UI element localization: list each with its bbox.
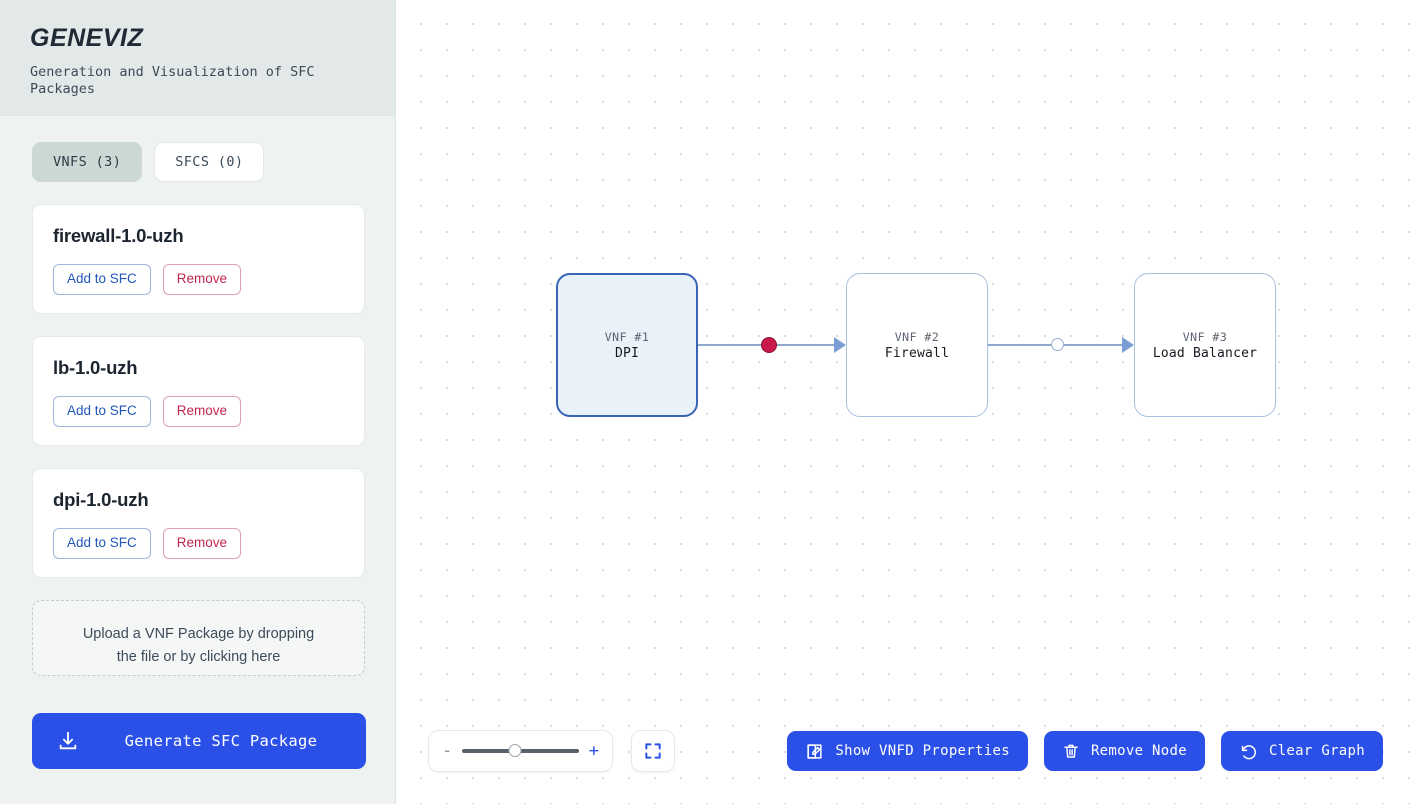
trash-icon [1062,742,1080,760]
vnf-name: dpi-1.0-uzh [53,488,149,510]
generate-sfc-package-button[interactable]: Generate SFC Package [32,713,366,769]
generate-sfc-package-label: Generate SFC Package [124,732,318,750]
sidebar-header: GENEVIZ Generation and Visualization of … [0,0,395,116]
fit-to-screen-button[interactable] [631,730,675,772]
add-to-sfc-button[interactable]: Add to SFC [53,395,151,427]
vnf-name: lb-1.0-uzh [53,356,138,378]
vnf-actions: Add to SFC Remove [53,264,344,295]
undo-icon [1239,742,1258,761]
edge-2-3-arrowhead [1122,337,1134,353]
remove-vnf-button[interactable]: Remove [162,527,242,559]
remove-vnf-button[interactable]: Remove [162,395,242,427]
tab-vnfs[interactable]: VNFS (3) [32,142,143,182]
edit-square-icon [805,742,824,761]
zoom-out-button[interactable]: - [442,740,453,761]
upload-dropzone[interactable]: Upload a VNF Package by dropping the fil… [32,599,365,676]
add-to-sfc-button[interactable]: Add to SFC [53,527,151,559]
show-vnfd-properties-label: Show VNFD Properties [835,743,1010,759]
clear-graph-label: Clear Graph [1268,743,1365,759]
canvas-action-bar: Show VNFD Properties Remove Node Clear G… [787,731,1383,771]
node-title-label: DPI [614,345,640,361]
list-item[interactable]: dpi-1.0-uzh Add to SFC Remove [32,467,365,578]
node-title-label: Load Balancer [1152,345,1258,361]
zoom-control: - + [428,730,613,772]
show-vnfd-properties-button[interactable]: Show VNFD Properties [787,731,1028,771]
node-index-label: VNF #3 [1182,329,1228,344]
node-index-label: VNF #1 [604,329,650,344]
graph-node-vnf-2[interactable]: VNF #2 Firewall [846,273,988,417]
edge-1-2-arrowhead [834,337,846,353]
vnf-card-list: firewall-1.0-uzh Add to SFC Remove lb-1.… [0,182,395,578]
list-item[interactable]: lb-1.0-uzh Add to SFC Remove [32,335,365,446]
vnf-actions: Add to SFC Remove [53,527,344,559]
remove-node-label: Remove Node [1090,743,1187,759]
app-logo-text: GENEVIZ [30,24,144,52]
sidebar: GENEVIZ Generation and Visualization of … [0,0,396,804]
graph-layer: VNF #1 DPI VNF #2 Firewall VNF #3 Load B… [396,0,1421,804]
edge-2-3-marker[interactable] [1051,338,1064,351]
app-subtitle: Generation and Visualization of SFC Pack… [30,64,315,97]
node-title-label: Firewall [884,345,950,361]
upload-text-line2: the file or by clicking here [116,648,281,665]
edge-1-2-marker[interactable] [761,337,777,353]
graph-node-vnf-3[interactable]: VNF #3 Load Balancer [1134,273,1276,417]
zoom-in-button[interactable]: + [588,740,599,761]
zoom-slider-thumb[interactable] [508,744,522,757]
graph-canvas[interactable]: VNF #1 DPI VNF #2 Firewall VNF #3 Load B… [396,0,1421,804]
vnf-name: firewall-1.0-uzh [53,225,184,246]
clear-graph-button[interactable]: Clear Graph [1220,731,1383,771]
upload-text-line1: Upload a VNF Package by dropping [82,625,315,642]
zoom-slider[interactable] [462,744,579,757]
download-icon [57,730,79,752]
sidebar-tabs: VNFS (3) SFCS (0) [0,116,395,182]
remove-node-button[interactable]: Remove Node [1043,731,1205,771]
graph-node-vnf-1[interactable]: VNF #1 DPI [556,273,698,417]
tab-sfcs[interactable]: SFCS (0) [154,142,265,182]
fullscreen-icon [643,741,663,761]
node-index-label: VNF #2 [894,329,940,344]
vnf-actions: Add to SFC Remove [53,395,344,427]
add-to-sfc-button[interactable]: Add to SFC [53,264,151,295]
list-item[interactable]: firewall-1.0-uzh Add to SFC Remove [32,204,365,314]
remove-vnf-button[interactable]: Remove [162,264,242,295]
